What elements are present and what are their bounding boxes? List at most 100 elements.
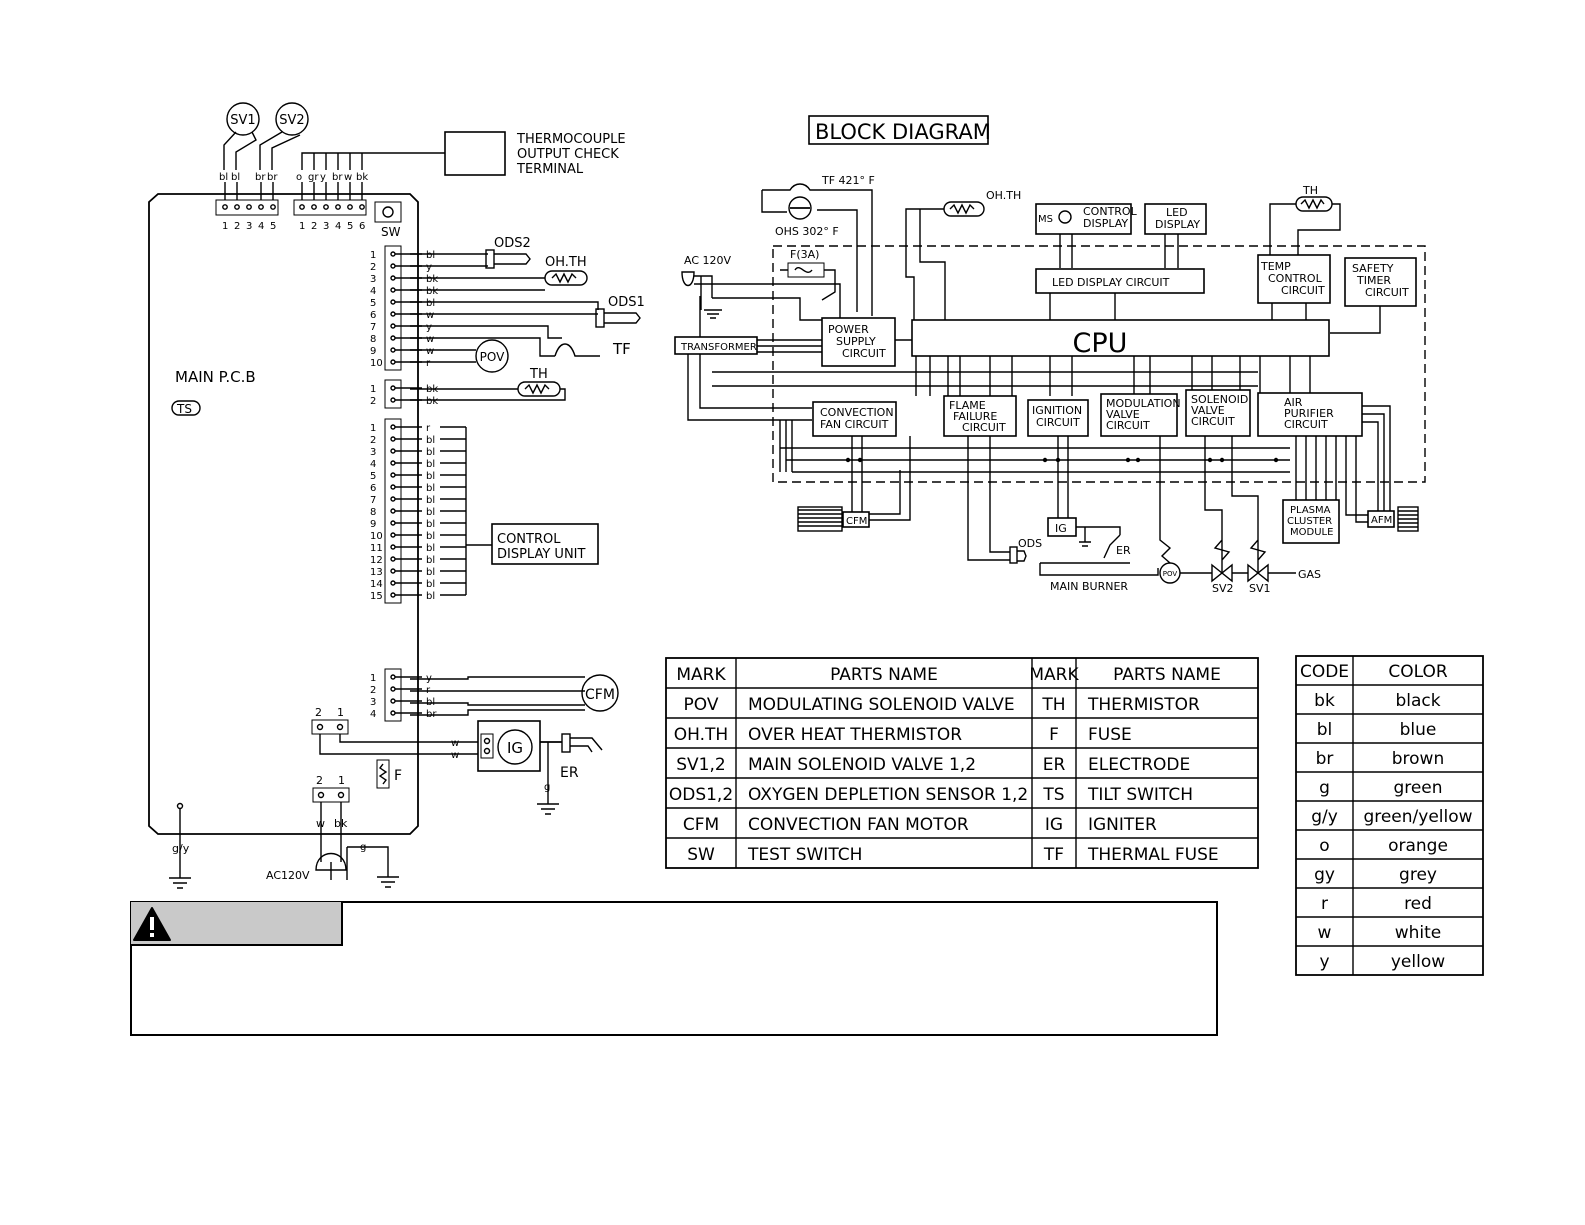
electrode-ground [537,742,559,815]
color-code-cell: y [1319,952,1329,972]
ods2-body [485,249,495,269]
thermocouple-label-3: TERMINAL [516,162,584,177]
ig-conn-pin-1: 1 [337,706,344,719]
connector-a-pin-number: 10 [370,358,383,369]
block-fuse-wires [780,269,836,321]
bus-junction [1125,457,1131,463]
cfm-fan-grille-lines [798,509,842,527]
color-name-cell: orange [1388,836,1448,856]
solenoid-2: VALVE [1191,404,1225,417]
sv2-label: SV2 [279,113,304,128]
parts-table-border [665,657,1259,869]
connector-c-pin-number: 9 [370,519,376,530]
block-ods-label: ODS [1018,537,1042,550]
pcb-main-label: MAIN P.C.B [175,368,256,386]
warning-exclamation-dot [150,933,154,937]
top-connector-1-pin-2 [234,204,240,210]
connector-c-wire-label: bl [426,519,435,530]
bus-junction [1219,457,1225,463]
parts-table-cell: TILT SWITCH [1087,785,1193,805]
parts-table-cell: TF [1043,845,1064,865]
block-sv2-label: SV2 [1212,582,1234,595]
safety-timer-2: TIMER [1356,274,1391,287]
gas-line [1159,436,1296,574]
block-fuse-label: F(3A) [790,248,819,261]
top-connector-2-pin-number: 6 [359,221,365,232]
connector-d-pin-number: 1 [370,673,376,684]
block-ig-leads [1057,436,1121,559]
sv2-valve-symbol [275,102,309,136]
tf421-label: TF 421° F [821,174,875,187]
th-symbol [517,381,561,397]
parts-table-header: PARTS NAME [1113,665,1221,685]
connector-a-pin-number: 6 [370,310,376,321]
top-connector-2-wire-label: bk [356,172,368,183]
block-control-display-box [1035,203,1132,235]
sv1-valve-symbol [226,102,260,136]
ig-conn-pin-2: 2 [315,706,322,719]
modulation-1: MODULATION [1106,397,1181,410]
ig-wire-2: w [451,750,459,761]
ohs-switch-symbol [788,196,812,220]
block-sv1-label: SV1 [1249,582,1271,595]
top-connector-1-pin-number: 5 [270,221,276,232]
temp-control-1: TEMP [1260,260,1291,273]
control-display-label-1: CONTROL [497,532,561,547]
ac-plug-wires [320,802,399,888]
warning-triangle-icon [133,907,171,941]
led-circuit-leads [1049,293,1116,320]
top-connector-1-wire-label: br [267,172,278,183]
thermocouple-label-2: OUTPUT CHECK [517,147,619,162]
thermocouple-terminal-box [444,131,506,176]
block-ods-probe [1017,550,1027,562]
top-connector-2-wire-label: w [344,172,352,183]
air-1: AIR [1284,396,1303,409]
connector-a-wire-label: w [426,310,434,321]
air-2: PURIFIER [1284,407,1334,420]
thermal-fuse-label: TF [612,340,631,358]
ac-conn-pin-hole-2 [317,791,325,799]
bus-junction [1207,457,1213,463]
color-name-cell: black [1395,691,1440,711]
test-switch-button [382,206,394,218]
fuse-label: F [394,768,402,784]
connector-a-pin-number: 5 [370,298,376,309]
ods1-body [595,308,605,328]
ac-conn-pin-2: 2 [316,774,323,787]
ig-ground-g-label: g [544,782,550,793]
thermocouple-leads [301,152,445,170]
connector-b-pin-number: 1 [370,384,376,395]
th-wires [410,388,566,401]
block-ohth-resistor [949,203,975,215]
modulation-valve-circuit-box [1100,393,1178,437]
fuse-element [378,763,388,785]
top-connector-2-pin-2 [311,204,317,210]
ohth-resistor [551,272,577,284]
connector-c-wire-label: bl [426,447,435,458]
ohth-label: OH.TH [545,255,587,270]
pov-symbol [475,339,509,373]
color-code-cell: r [1321,894,1328,914]
parts-table-cell: CFM [683,815,719,835]
sv1-label: SV1 [230,113,255,128]
connector-a-pin-number: 9 [370,346,376,357]
block-afm-label: AFM [1371,515,1392,526]
connector-c-wire-label: bl [426,555,435,566]
parts-table-cell: ER [1043,755,1066,775]
connector-c-pin-number: 8 [370,507,376,518]
connector-d-pin-number: 4 [370,709,376,720]
parts-table-header: MARK [1029,665,1079,685]
parts-table-cell: F [1049,725,1059,745]
block-fuse-element [794,267,813,273]
block-led-display-box [1144,203,1207,235]
ods1-probe [604,312,641,324]
top-connector-2 [293,199,367,216]
top-connector-2-wire-label: gr [308,172,319,183]
pov-label: POV [480,350,505,364]
sv-leads-block [1204,436,1267,573]
parts-table-cell: TS [1042,785,1064,805]
cfm-fan-block: CFM [797,436,911,532]
